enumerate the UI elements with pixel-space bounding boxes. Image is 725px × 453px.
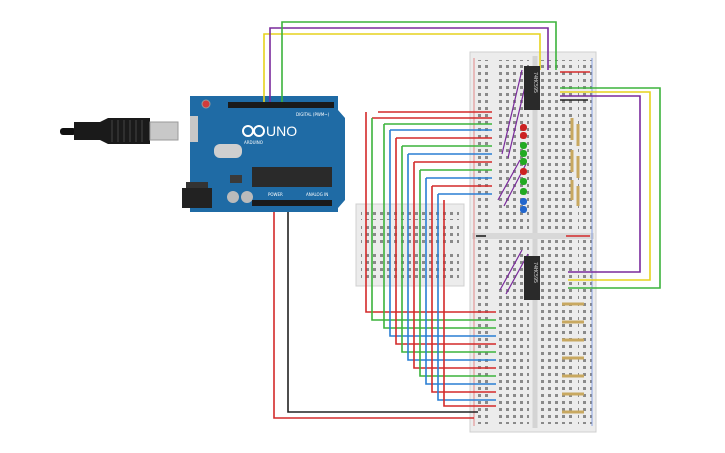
usb-cable (60, 118, 179, 144)
arduino-uno-board: UNO ARDUINO DIGITAL (PWM~) POWER ANALOG … (182, 96, 345, 212)
upper-led-array (520, 124, 527, 213)
board-brand-label: ARDUINO (244, 140, 263, 145)
upper-resistor-array (570, 118, 580, 206)
arduino-infinity-logo (242, 125, 265, 137)
upper-shift-register-chip: 74HC595 (524, 66, 540, 110)
digital-pins-label: DIGITAL (PWM~) (296, 112, 330, 117)
board-model-label: UNO (266, 123, 297, 139)
power-pins-label: POWER (268, 192, 283, 197)
lower-shift-register-chip: 74HC595 (524, 256, 540, 300)
lower-resistor-array (562, 302, 584, 414)
mini-breadboard (355, 203, 465, 287)
wires (263, 21, 661, 419)
analog-pins-label: ANALOG IN (306, 192, 328, 197)
lower-chip-label: 74HC595 (532, 262, 538, 283)
upper-chip-label: 74HC595 (532, 72, 538, 93)
